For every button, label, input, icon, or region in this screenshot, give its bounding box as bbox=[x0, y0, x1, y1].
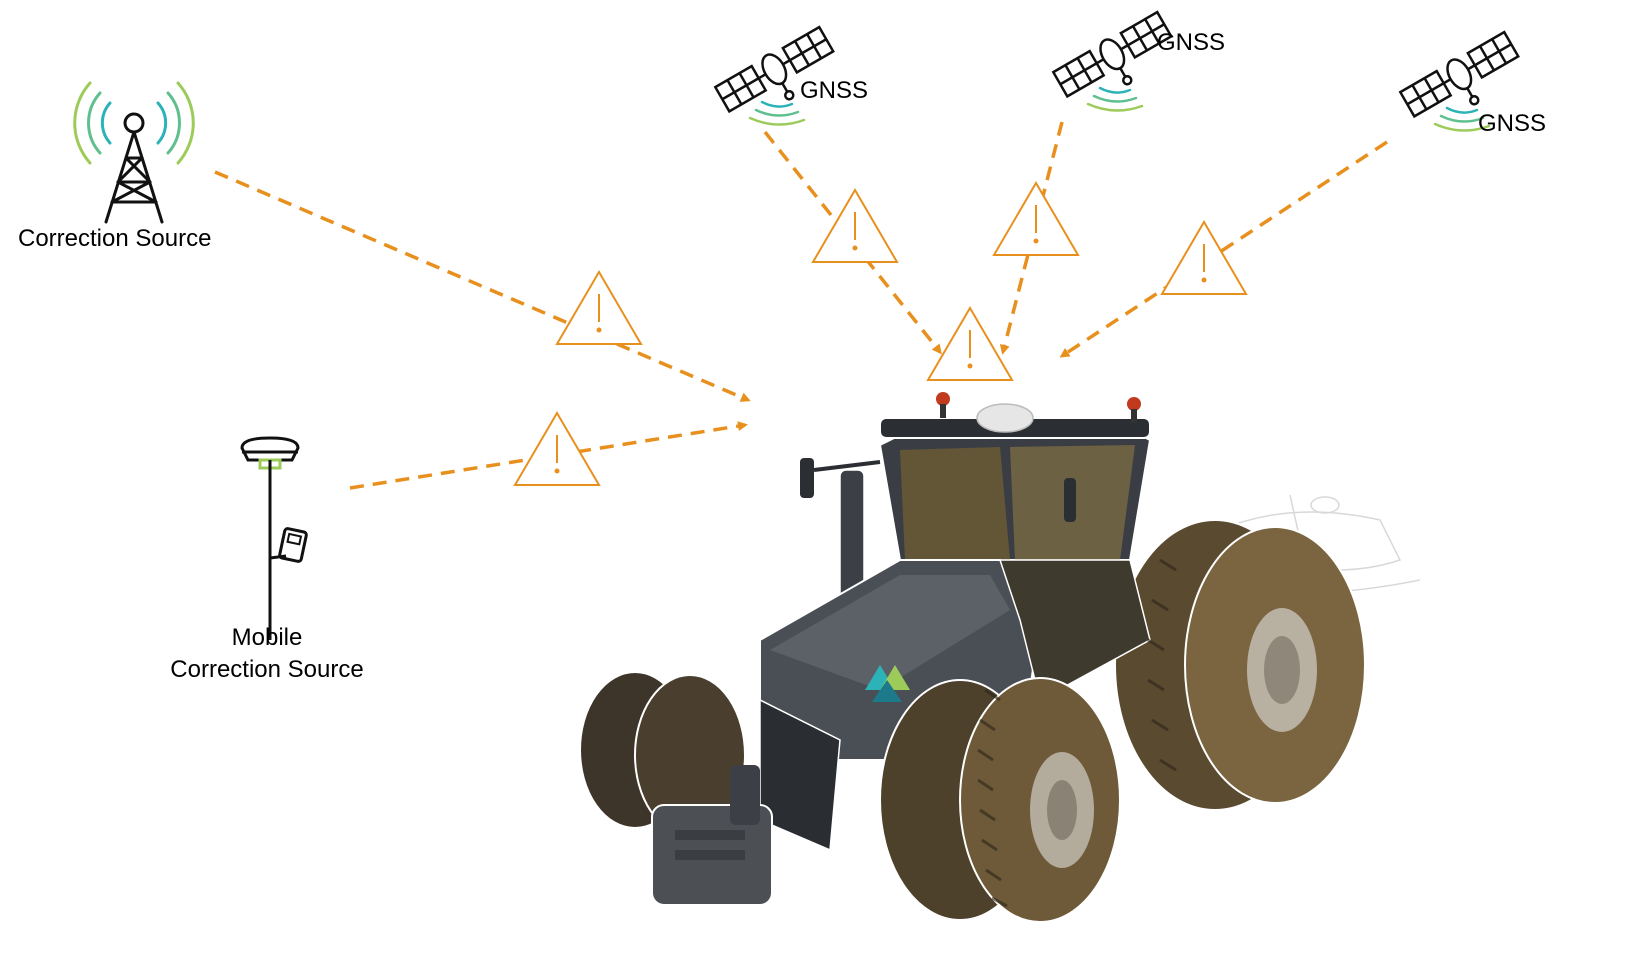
warning-triangle-icon bbox=[992, 181, 1080, 256]
signal-arcs bbox=[1086, 86, 1144, 112]
satellite-icon bbox=[1051, 10, 1173, 99]
gnss-label-2: GNSS bbox=[1157, 29, 1226, 56]
gnss-rover-pole-icon bbox=[240, 436, 308, 640]
mobile-correction-source-label-line1: Mobile bbox=[231, 624, 303, 651]
signal-arcs bbox=[1433, 106, 1491, 132]
satellite-icon bbox=[1398, 30, 1520, 119]
link-mobile-correction-source bbox=[349, 421, 748, 490]
warning-triangle-icon bbox=[1160, 220, 1248, 295]
link-gnss-3 bbox=[1059, 140, 1388, 358]
mobile-correction-source-label-line2: Correction Source bbox=[170, 656, 364, 683]
gnss-label-3: GNSS bbox=[1478, 110, 1547, 137]
warning-triangle-icon bbox=[513, 411, 601, 486]
warning-triangle-icon bbox=[811, 188, 899, 263]
radio-tower-icon bbox=[73, 81, 195, 224]
signal-links bbox=[214, 121, 1388, 490]
link-correction-source bbox=[214, 170, 751, 402]
warning-triangle-icon bbox=[926, 306, 1014, 381]
satellite-icon bbox=[713, 25, 835, 114]
signal-arcs bbox=[748, 100, 806, 126]
gnss-label-1: GNSS bbox=[800, 77, 869, 104]
correction-source-label: Correction Source bbox=[18, 225, 212, 252]
tractor-illustration bbox=[579, 392, 1421, 923]
warning-triangle-icon bbox=[555, 270, 643, 345]
